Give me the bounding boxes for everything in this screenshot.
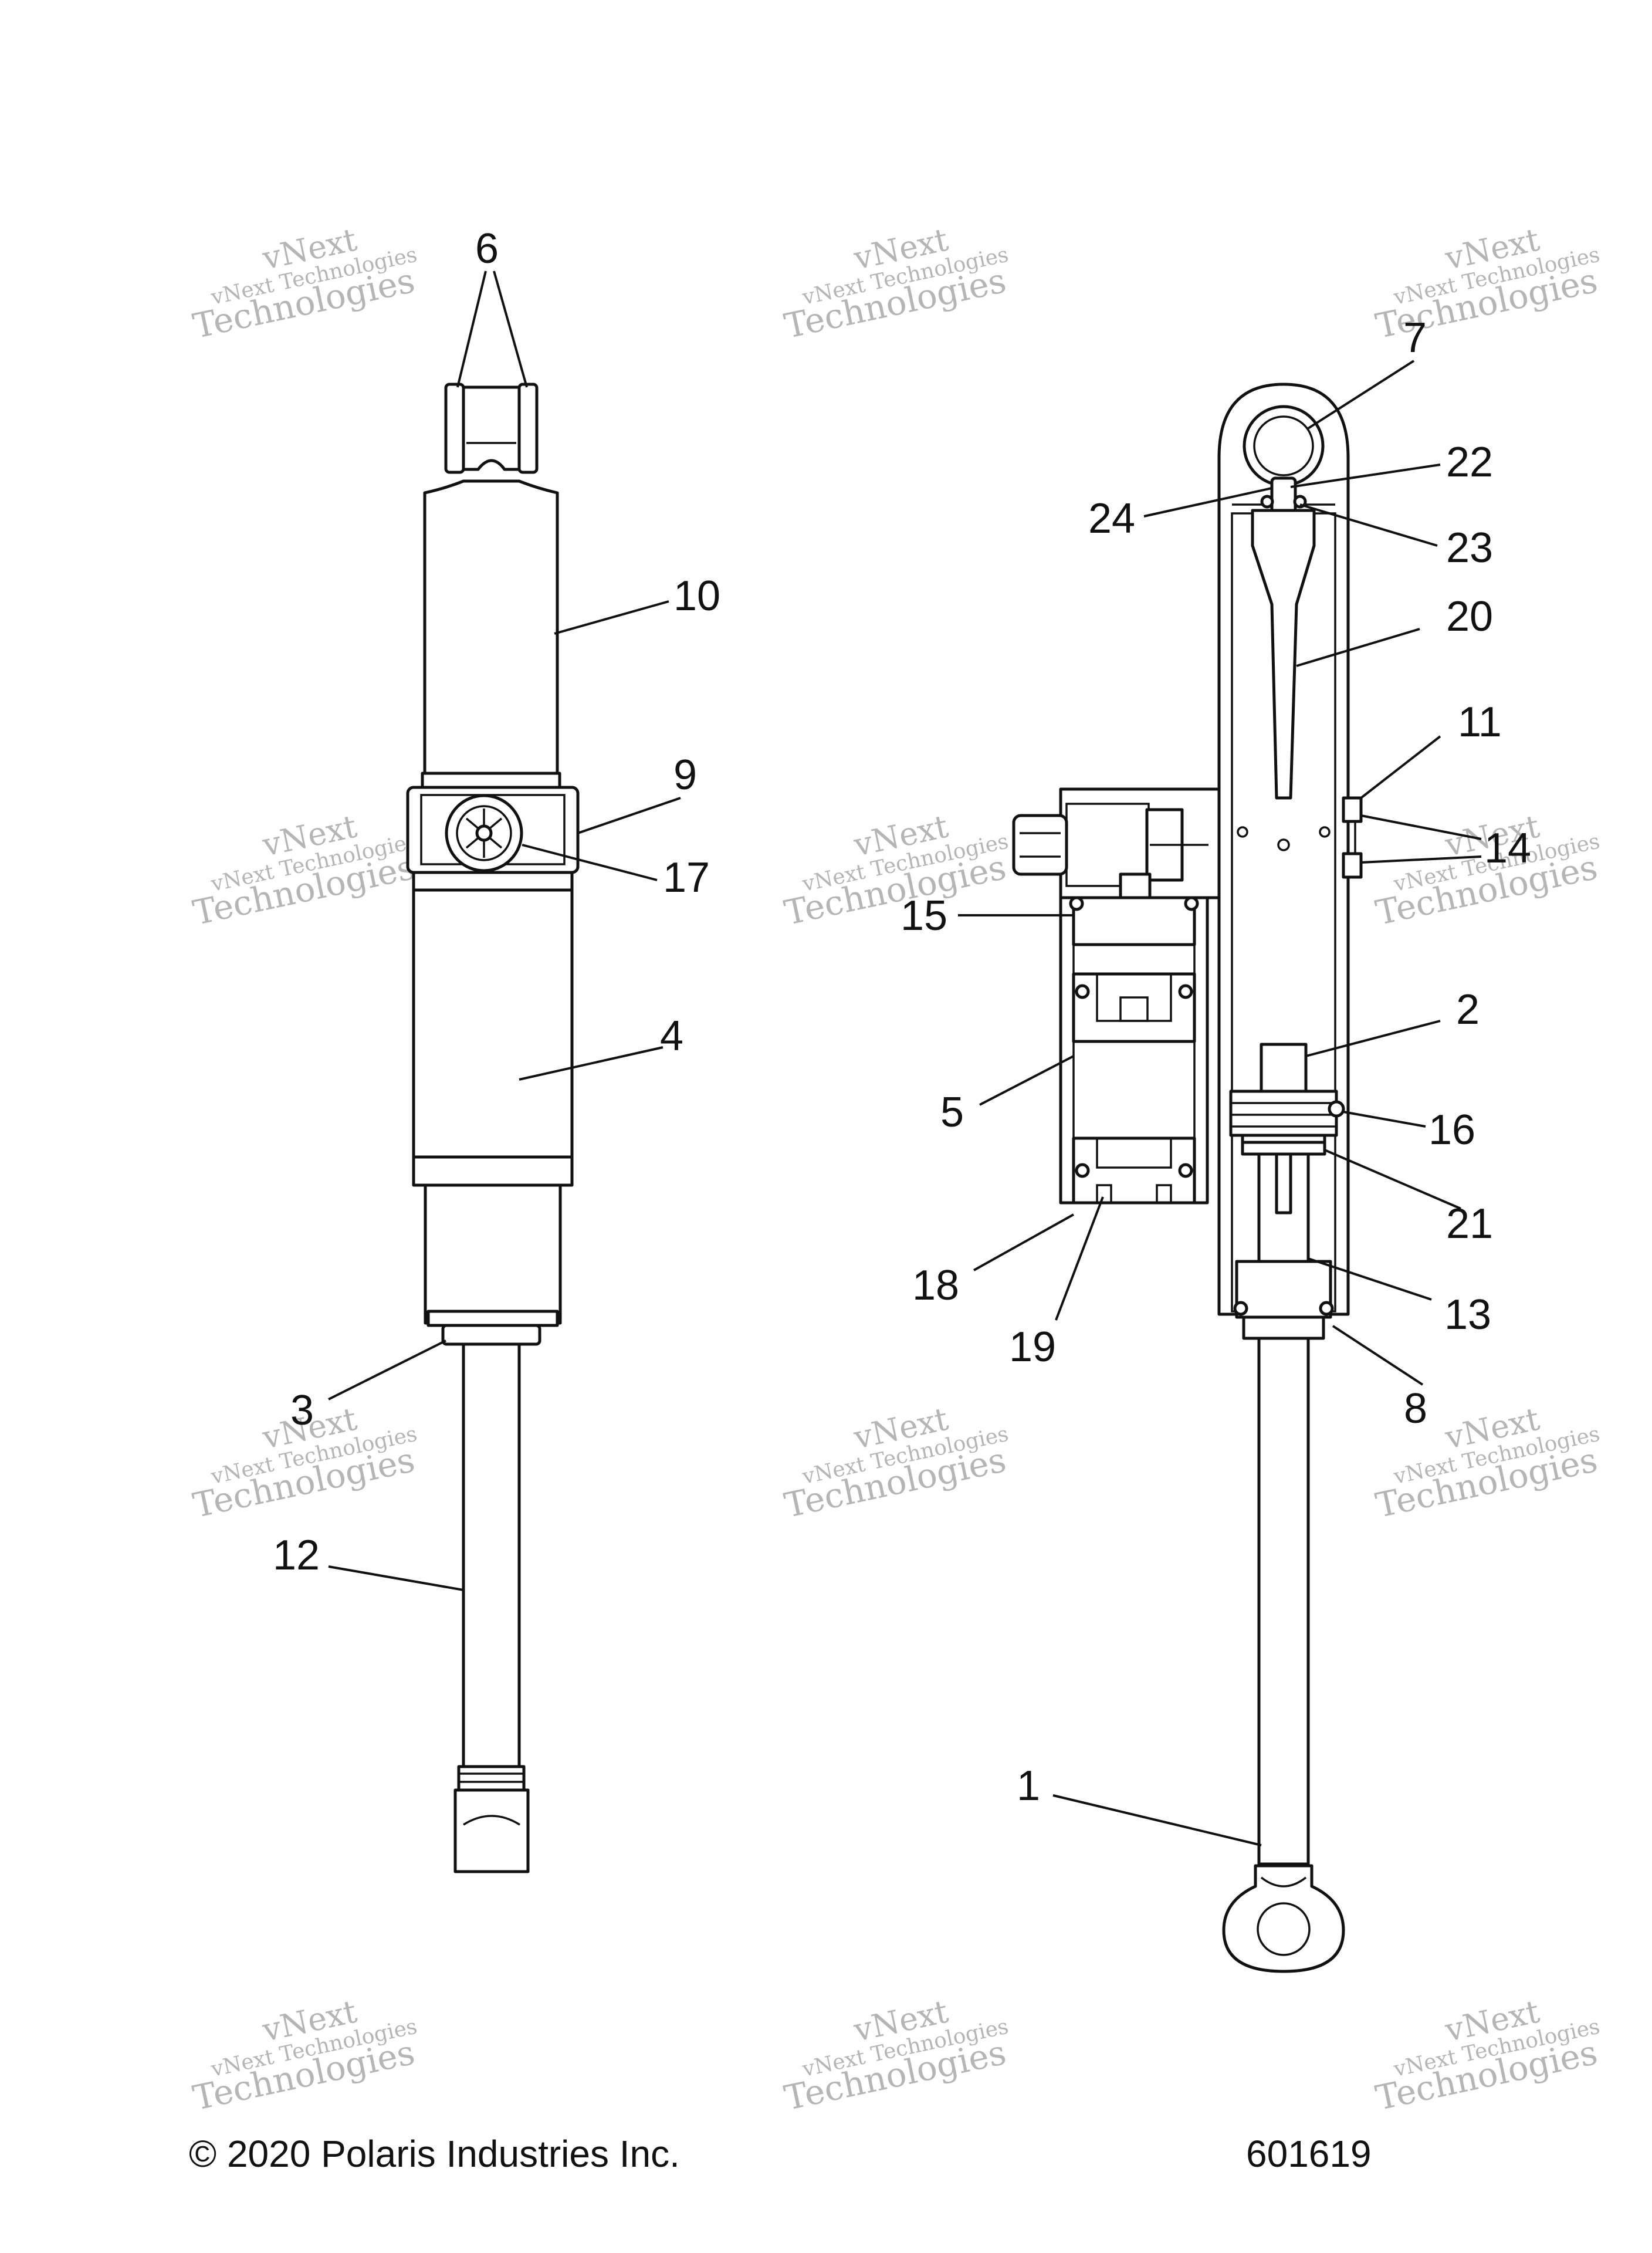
callout-6: 6 bbox=[475, 225, 499, 272]
eyelet-bushing-right bbox=[517, 383, 539, 474]
lower-body bbox=[424, 1183, 562, 1325]
callout-22: 22 bbox=[1446, 439, 1493, 486]
lower-body-ring bbox=[426, 1310, 559, 1327]
callout-16: 16 bbox=[1428, 1107, 1475, 1153]
shock-exterior-view bbox=[406, 383, 580, 1873]
watermark: vNext vNext Technologies Technologies bbox=[189, 221, 419, 346]
cylinder-band bbox=[412, 1155, 574, 1187]
upper-body-collar bbox=[421, 772, 561, 789]
callout-labels: 6 10 9 17 4 3 12 7 22 24 23 20 11 14 15 … bbox=[273, 225, 1531, 1809]
callout-15: 15 bbox=[901, 892, 947, 939]
watermarks: vNext vNext Technologies Technologies vN… bbox=[189, 221, 1602, 2118]
watermark: vNext vNext Technologies Technologies bbox=[1372, 1400, 1602, 1525]
callout-24: 24 bbox=[1088, 495, 1135, 542]
shaft-collar bbox=[457, 1765, 526, 1792]
callout-23: 23 bbox=[1446, 525, 1493, 571]
watermark: vNext vNext Technologies Technologies bbox=[781, 1993, 1011, 2118]
callout-17: 17 bbox=[663, 854, 710, 901]
valve-head-base bbox=[412, 871, 574, 892]
copyright-notice: © 2020 Polaris Industries Inc. bbox=[189, 2133, 680, 2175]
seal-nut bbox=[441, 1324, 541, 1346]
callout-14: 14 bbox=[1484, 825, 1531, 872]
watermark: vNext vNext Technologies Technologies bbox=[781, 808, 1011, 933]
piston-washer bbox=[1241, 1141, 1326, 1156]
watermark: vNext vNext Technologies Technologies bbox=[189, 1993, 419, 2118]
callout-5: 5 bbox=[940, 1089, 964, 1136]
floating-piston bbox=[1072, 972, 1196, 1043]
callout-11: 11 bbox=[1458, 699, 1502, 746]
metering-needle bbox=[1251, 509, 1316, 800]
piston bbox=[1229, 1090, 1338, 1137]
shock-section-view bbox=[1012, 383, 1363, 1973]
callout-3: 3 bbox=[290, 1387, 314, 1434]
callout-20: 20 bbox=[1446, 593, 1493, 640]
watermark: vNext vNext Technologies Technologies bbox=[1372, 1993, 1602, 2118]
top-eyelet bbox=[450, 385, 533, 471]
watermark: vNext vNext Technologies Technologies bbox=[1372, 221, 1602, 346]
callout-21: 21 bbox=[1446, 1200, 1493, 1247]
drawing-number: 601619 bbox=[1246, 2133, 1372, 2175]
piston-nut bbox=[1260, 1043, 1308, 1093]
callout-7: 7 bbox=[1403, 314, 1427, 361]
top-bushing bbox=[1243, 405, 1325, 487]
side-screw-upper bbox=[1342, 796, 1363, 823]
reservoir-end-cap bbox=[1072, 1136, 1196, 1205]
callout-19: 19 bbox=[1009, 1324, 1056, 1371]
callout-8: 8 bbox=[1404, 1385, 1427, 1432]
upper-body bbox=[423, 479, 559, 782]
eyelet-bushing-left bbox=[444, 383, 465, 474]
callout-4: 4 bbox=[660, 1013, 683, 1060]
leader-lines bbox=[328, 270, 1482, 1846]
callout-2: 2 bbox=[1456, 986, 1480, 1033]
callout-18: 18 bbox=[912, 1262, 959, 1309]
piston-shaft bbox=[462, 1342, 521, 1768]
lower-eyelet bbox=[453, 1788, 530, 1873]
watermark: vNext vNext Technologies Technologies bbox=[189, 808, 419, 933]
adjuster-spool bbox=[1012, 814, 1068, 876]
callout-12: 12 bbox=[273, 1532, 320, 1579]
reservoir-top-cap bbox=[1072, 896, 1196, 946]
seal-head bbox=[1235, 1260, 1332, 1319]
callout-9: 9 bbox=[673, 752, 697, 799]
watermark: vNext vNext Technologies Technologies bbox=[781, 1400, 1011, 1525]
lower-eye bbox=[1222, 1864, 1345, 1973]
callout-10: 10 bbox=[673, 573, 720, 620]
watermark: vNext vNext Technologies Technologies bbox=[781, 221, 1011, 346]
callout-1: 1 bbox=[1017, 1763, 1040, 1809]
side-screw-lower bbox=[1342, 852, 1363, 879]
callout-13: 13 bbox=[1444, 1291, 1491, 1338]
main-cylinder bbox=[412, 888, 574, 1159]
